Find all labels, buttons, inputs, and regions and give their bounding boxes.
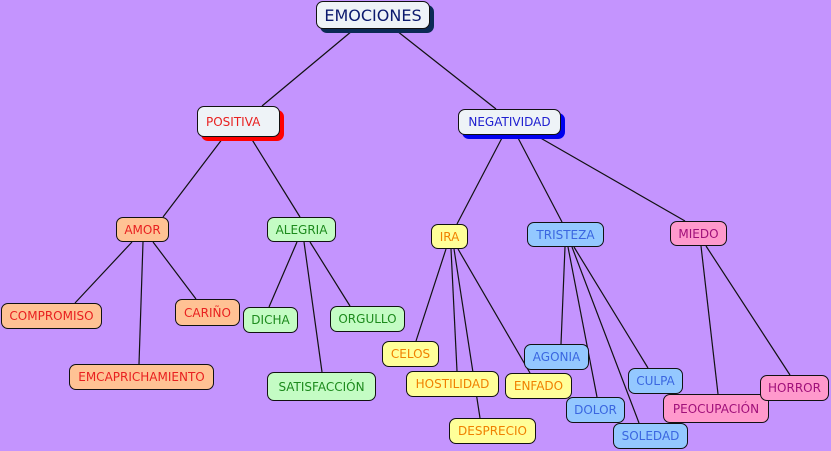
node-horror[interactable]: HORROR: [760, 375, 829, 401]
node-hostilidad[interactable]: HOSTILIDAD: [406, 371, 499, 397]
link-miedo-horror: [705, 245, 791, 376]
node-culpa[interactable]: CULPA: [628, 368, 683, 394]
link-negatividad-ira: [456, 135, 504, 225]
link-negatividad-tristeza: [516, 135, 563, 223]
link-ira-enfado: [457, 248, 531, 374]
node-carino[interactable]: CARIÑO: [175, 299, 240, 326]
link-amor-carino: [152, 241, 197, 300]
node-compromiso[interactable]: COMPROMISO: [1, 303, 102, 329]
node-agonia[interactable]: AGONIA: [524, 344, 589, 370]
link-alegria-satisfaccion: [303, 241, 323, 373]
link-amor-compromiso: [74, 241, 133, 304]
node-dicha[interactable]: DICHA: [243, 307, 298, 333]
link-miedo-peocupacion: [700, 245, 719, 395]
node-ira[interactable]: IRA: [431, 224, 468, 249]
link-ira-hostilidad: [450, 248, 458, 372]
link-emociones-negatividad: [396, 30, 497, 110]
node-alegria[interactable]: ALEGRIA: [267, 217, 336, 242]
node-soledad[interactable]: SOLEDAD: [613, 423, 688, 449]
node-emociones[interactable]: EMOCIONES: [316, 1, 430, 29]
link-amor-emcaprichamiento: [138, 241, 144, 365]
node-dolor[interactable]: DOLOR: [566, 397, 625, 423]
node-amor[interactable]: AMOR: [116, 217, 169, 242]
node-celos[interactable]: CELOS: [382, 341, 439, 367]
link-tristeza-agonia: [560, 246, 566, 345]
node-peocupacion[interactable]: PEOCUPACIÓN: [663, 394, 769, 423]
node-positiva[interactable]: POSITIVA: [197, 106, 280, 137]
node-miedo[interactable]: MIEDO: [670, 221, 727, 246]
link-tristeza-soledad: [571, 246, 640, 424]
link-tristeza-dolor: [567, 246, 598, 398]
link-tristeza-culpa: [573, 246, 649, 369]
node-enfado[interactable]: ENFADO: [505, 373, 572, 399]
node-negatividad[interactable]: NEGATIVIDAD: [458, 109, 561, 135]
link-ira-celos: [415, 248, 447, 342]
link-alegria-dicha: [268, 241, 298, 308]
link-positiva-amor: [162, 137, 224, 218]
link-positiva-alegria: [250, 137, 301, 218]
node-emcaprichamiento[interactable]: EMCAPRICHAMIENTO: [69, 364, 214, 390]
node-orgullo[interactable]: ORGULLO: [330, 306, 405, 332]
node-satisfaccion[interactable]: SATISFACCIÓN: [267, 372, 376, 401]
node-desprecio[interactable]: DESPRECIO: [449, 418, 536, 444]
link-alegria-orgullo: [309, 241, 351, 307]
node-tristeza[interactable]: TRISTEZA: [527, 222, 604, 247]
link-emociones-positiva: [261, 30, 353, 107]
link-negatividad-miedo: [536, 135, 686, 222]
